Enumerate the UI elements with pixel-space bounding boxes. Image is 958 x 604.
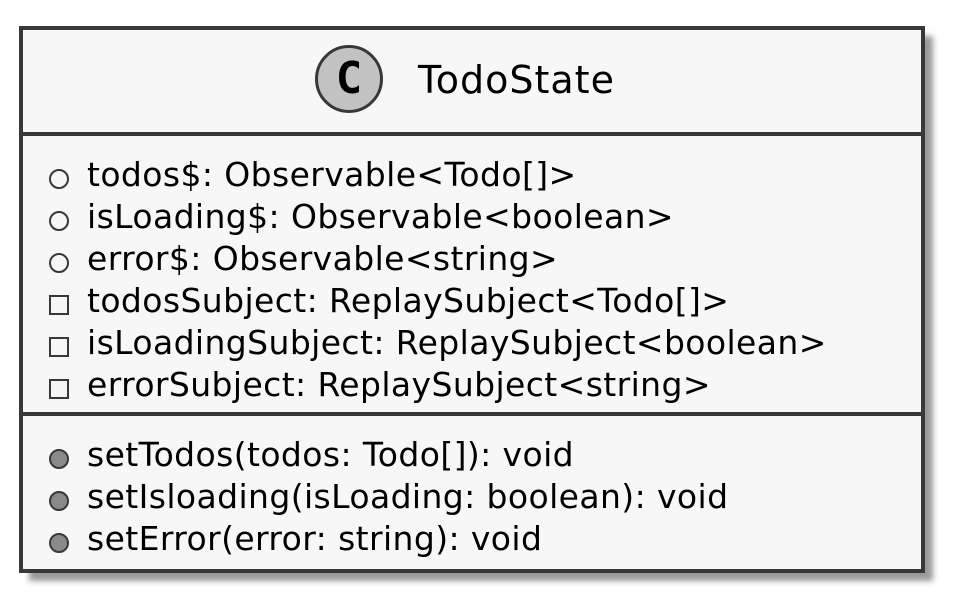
field-text: todosSubject: ReplaySubject<Todo[]> (87, 281, 730, 320)
class-header: C TodoState (23, 30, 921, 132)
method-text: setIsloading(isLoading: boolean): void (87, 477, 729, 516)
public-method-icon (49, 449, 69, 469)
header-divider (23, 132, 921, 136)
fields-divider (23, 412, 921, 416)
public-method-icon (49, 533, 69, 553)
public-field-icon (49, 253, 69, 273)
field-text: isLoadingSubject: ReplaySubject<boolean> (87, 323, 827, 362)
class-stereotype-icon: C (315, 45, 383, 113)
methods-section: setTodos(todos: Todo[]): void setIsloadi… (23, 416, 921, 569)
private-field-icon (49, 295, 69, 315)
field-row: error$: Observable<string> (23, 238, 921, 280)
field-row: isLoading$: Observable<boolean> (23, 196, 921, 238)
private-field-icon (49, 337, 69, 357)
field-text: todos$: Observable<Todo[]> (87, 155, 577, 194)
public-field-icon (49, 169, 69, 189)
private-field-icon (49, 379, 69, 399)
field-row: errorSubject: ReplaySubject<string> (23, 364, 921, 406)
class-name: TodoState (418, 58, 615, 102)
field-row: todosSubject: ReplaySubject<Todo[]> (23, 280, 921, 322)
method-text: setTodos(todos: Todo[]): void (87, 435, 574, 474)
class-stereotype-letter: C (335, 53, 363, 104)
field-text: error$: Observable<string> (87, 239, 559, 278)
method-row: setIsloading(isLoading: boolean): void (23, 476, 921, 518)
method-row: setTodos(todos: Todo[]): void (23, 434, 921, 476)
field-text: isLoading$: Observable<boolean> (87, 197, 674, 236)
uml-class-box: C TodoState todos$: Observable<Todo[]> i… (19, 26, 925, 573)
fields-section: todos$: Observable<Todo[]> isLoading$: O… (23, 136, 921, 412)
method-text: setError(error: string): void (87, 519, 543, 558)
field-row: todos$: Observable<Todo[]> (23, 154, 921, 196)
field-text: errorSubject: ReplaySubject<string> (87, 365, 711, 404)
method-row: setError(error: string): void (23, 518, 921, 560)
field-row: isLoadingSubject: ReplaySubject<boolean> (23, 322, 921, 364)
public-field-icon (49, 211, 69, 231)
public-method-icon (49, 491, 69, 511)
